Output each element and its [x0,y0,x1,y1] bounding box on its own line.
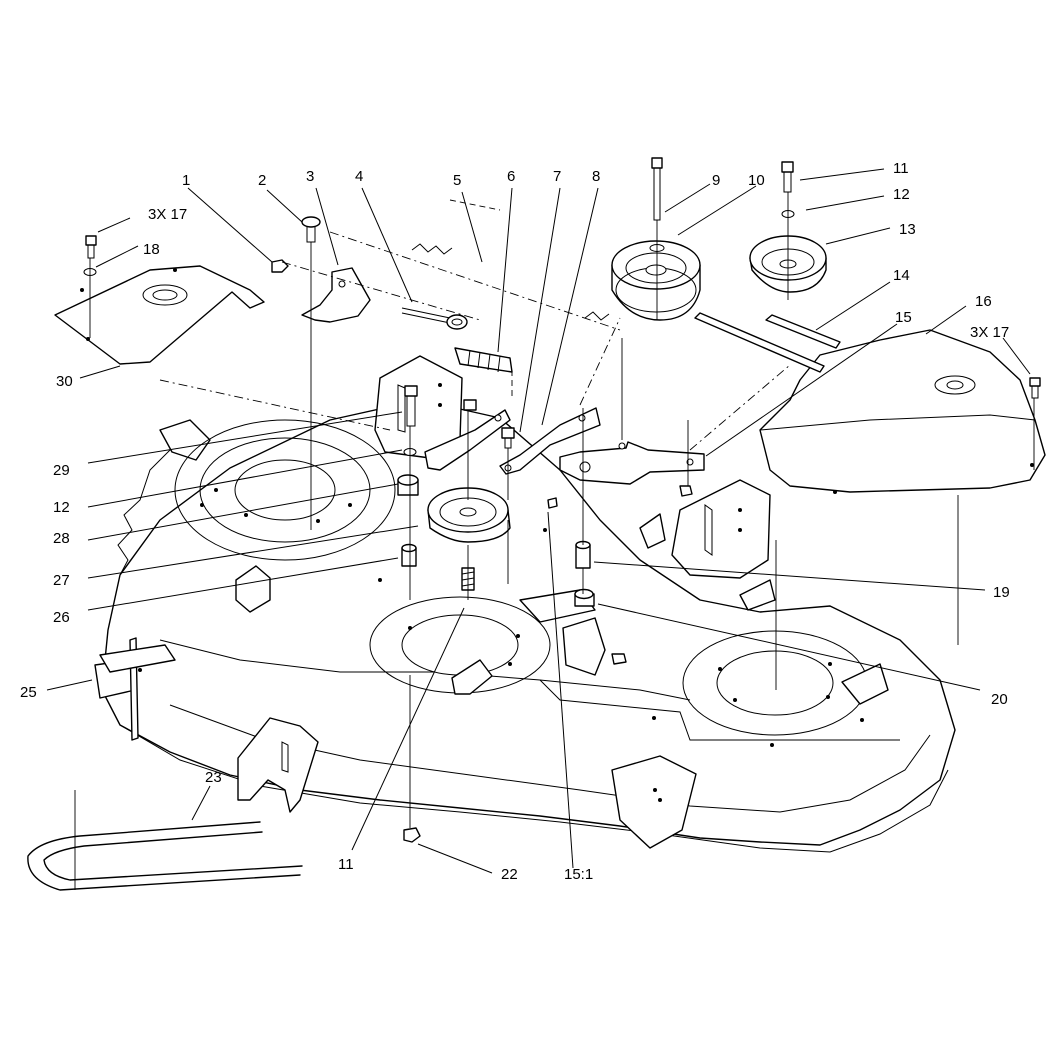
callout-6: 6 [507,168,515,185]
bracket-3 [301,267,371,323]
nut-15-1 [547,497,627,665]
spring-bracket-7 [424,409,511,471]
callout-4: 4 [355,168,363,185]
callout-13: 13 [899,221,916,238]
callout-28: 28 [53,530,70,547]
callout-10: 10 [748,172,765,189]
callout-12-left: 12 [53,499,70,516]
deck-hanger-bracket-right [671,479,771,579]
bushing-28 [397,474,419,496]
callout-26: 26 [53,609,70,626]
callout-3: 3 [306,168,314,185]
callout-15: 15 [895,309,912,326]
callout-17-right: 3X 17 [970,324,1009,341]
nut-15 [679,485,693,497]
callout-2: 2 [258,172,266,189]
front-right-bracket [611,755,697,849]
callout-19: 19 [993,584,1010,601]
callout-15-1: 15:1 [564,866,593,883]
callout-11-top: 11 [893,160,909,177]
adjustment-bracket-25 [94,637,176,741]
callout-17-left: 3X 17 [148,206,187,223]
callout-14: 14 [893,267,910,284]
nut-22 [403,827,421,843]
spring-5 [411,243,610,321]
callout-30: 30 [56,373,73,390]
callout-22: 22 [501,866,518,883]
bolt-center [463,399,515,449]
callout-7: 7 [553,168,561,185]
callout-29: 29 [53,462,70,479]
callout-20: 20 [991,691,1008,708]
callout-18: 18 [143,241,160,258]
callout-1: 1 [182,172,190,189]
callout-8: 8 [592,168,600,185]
center-idler-pulley [427,487,511,543]
bolt-17-right [1029,377,1041,399]
callout-27: 27 [53,572,70,589]
carriage-bolt-2 [301,216,321,243]
mower-deck-housing [101,399,956,853]
drive-belt-23 [27,821,303,891]
callout-11-bottom: 11 [338,856,354,873]
callout-5: 5 [453,172,461,189]
spacer-19 [575,540,591,569]
callout-25: 25 [20,684,37,701]
front-gauge-wheel-bracket [237,717,319,813]
callout-labels: 1 2 3 4 5 6 7 8 9 10 11 12 13 14 15 16 3… [20,160,1010,883]
spacer-26 [401,543,417,567]
deck-shield-left [54,265,265,365]
callout-16: 16 [975,293,992,310]
leader-lines [46,168,1031,874]
callout-12-right: 12 [893,186,910,203]
spring-6 [454,347,513,373]
idler-pulley-10 [611,240,701,321]
assembly-centerlines [74,192,1035,890]
idler-arm-15 [559,441,705,485]
eyebolt-4 [401,307,468,330]
belt-guide-14 [694,312,841,373]
bolt-29 [403,385,418,456]
callout-9: 9 [712,172,720,189]
bushing-20 [574,588,595,607]
belt-cover-right [759,329,1046,494]
nut-1 [271,259,289,273]
callout-23: 23 [205,769,222,786]
